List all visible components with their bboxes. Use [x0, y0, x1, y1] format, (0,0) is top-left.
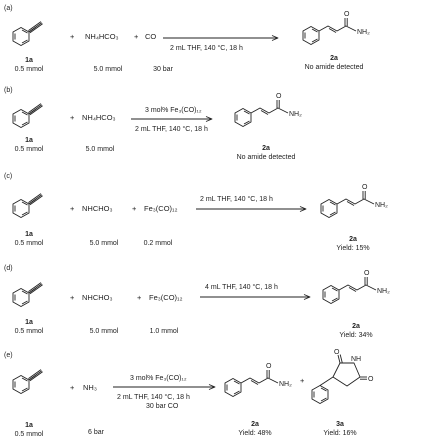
oxygen-atom: O — [334, 349, 340, 356]
compound-label-2a: 2a — [330, 55, 338, 62]
compound-label-1a: 1a — [25, 231, 33, 238]
compound-label-3a: 3a — [336, 421, 344, 428]
reagent-fe3co12: Fe₃(CO)₁₂ — [149, 293, 183, 302]
plus-sign: + — [70, 113, 75, 122]
cinnamamide-structure — [302, 17, 357, 45]
plus-sign: + — [70, 32, 75, 41]
reagent2-amount: 1.0 mmol — [150, 328, 179, 335]
reagent-co: CO — [145, 32, 156, 41]
amide-nh2: NH₂ — [377, 288, 390, 295]
arrow-condition: 2 mL THF, 140 °C, 18 h — [200, 195, 273, 203]
compound-label-1a: 1a — [25, 319, 33, 326]
arrow-head — [299, 206, 307, 212]
reaction-label: (a) — [4, 5, 13, 12]
compound-label-1a: 1a — [25, 137, 33, 144]
arrow-condition-2: 30 bar CO — [146, 403, 179, 410]
product-note: Yield: 15% — [336, 245, 369, 252]
compound-label-2a: 2a — [349, 236, 357, 243]
succinimide-structure — [311, 354, 367, 404]
cinnamamide-structure — [224, 369, 279, 397]
amide-nh2: NH₂ — [289, 111, 302, 118]
substrate-amount: 0.5 mmol — [15, 240, 44, 247]
plus-sign: + — [132, 204, 137, 213]
reagent-nh4hco3: NH₄HCO₃ — [85, 32, 119, 41]
plus-sign: + — [70, 293, 75, 302]
oxygen-atom: O — [362, 184, 368, 191]
reagent1-amount: 5.0 mmol — [94, 66, 123, 73]
reagent-fe3co12: Fe₃(CO)₁₂ — [144, 204, 178, 213]
reaction-label: (d) — [4, 265, 13, 272]
reaction-b: (b) + NH₄HCO₃ 3 mol% Fe₃(CO)₁₂ 2 mL THF,… — [4, 87, 302, 161]
reaction-d: (d) + NHCHO₃ + Fe₃(CO)₁₂ 4 mL THF, 140 °… — [4, 265, 390, 339]
reagent1-amount: 5.0 mmol — [90, 240, 119, 247]
product-note: Yield: 48% — [238, 430, 271, 437]
reaction-c: (c) + NHCHO₃ + Fe₃(CO)₁₂ 2 mL THF, 140 °… — [4, 173, 388, 252]
arrow-catalyst: 3 mol% Fe₃(CO)₁₂ — [145, 107, 202, 114]
substrate-amount: 0.5 mmol — [15, 431, 44, 438]
plus-sign: + — [134, 32, 139, 41]
cinnamamide-structure — [320, 190, 375, 218]
arrow-condition: 4 mL THF, 140 °C, 18 h — [205, 283, 278, 291]
cinnamamide-structure — [234, 99, 289, 127]
phenylacetylene-structure — [12, 21, 44, 46]
reaction-a: (a) + NH₄HCO₃ + CO 2 mL THF, 140 °C, 18 … — [4, 5, 370, 73]
plus-sign: + — [70, 204, 75, 213]
phenylacetylene-structure — [12, 369, 44, 394]
phenylacetylene-structure — [12, 103, 44, 128]
compound-label-1a: 1a — [25, 57, 33, 64]
reaction-label: (e) — [4, 352, 13, 359]
compound-label-2a: 2a — [251, 421, 259, 428]
compound-label-1a: 1a — [25, 422, 33, 429]
reaction-label: (c) — [4, 173, 12, 180]
compound-label-2a: 2a — [262, 145, 270, 152]
imide-nh: NH — [351, 356, 361, 363]
oxygen-atom: O — [276, 93, 282, 100]
product-note: No amide detected — [237, 154, 296, 161]
amide-nh2: NH₂ — [279, 381, 292, 388]
substrate-amount: 0.5 mmol — [15, 146, 44, 153]
product-note: Yield: 34% — [339, 332, 372, 339]
arrow-condition: 2 mL THF, 140 °C, 18 h — [170, 44, 243, 52]
arrow-condition: 2 mL THF, 140 °C, 18 h — [135, 125, 208, 133]
arrow-condition: 2 mL THF, 140 °C, 18 h — [117, 393, 190, 401]
phenylacetylene-structure — [12, 193, 44, 218]
arrow-head — [303, 294, 311, 300]
reagent1-amount: 6 bar — [88, 429, 105, 436]
arrow-catalyst: 3 mol% Fe₃(CO)₁₂ — [130, 375, 187, 382]
reaction-e: (e) + NH₃ 3 mol% Fe₃(CO)₁₂ 2 mL THF, 140… — [4, 349, 374, 438]
reagent-nhcho3: NHCHO₃ — [82, 204, 113, 213]
phenylacetylene-structure — [12, 282, 44, 307]
reagent2-amount: 30 bar — [153, 66, 174, 73]
plus-sign: + — [137, 293, 142, 302]
cinnamamide-structure — [322, 276, 377, 304]
reaction-label: (b) — [4, 87, 13, 94]
plus-sign: + — [300, 376, 305, 385]
plus-sign: + — [70, 383, 75, 392]
oxygen-atom: O — [344, 11, 350, 18]
amide-nh2: NH₂ — [357, 29, 370, 36]
product-note: Yield: 16% — [323, 430, 356, 437]
arrow-head — [208, 384, 216, 390]
oxygen-atom: O — [364, 270, 370, 277]
reagent-nh3: NH₃ — [83, 383, 97, 392]
substrate-amount: 0.5 mmol — [15, 66, 44, 73]
product-note: No amide detected — [305, 64, 364, 71]
compound-label-2a: 2a — [352, 323, 360, 330]
reagent1-amount: 5.0 mmol — [86, 146, 115, 153]
arrow-head — [205, 116, 213, 122]
arrow-head — [271, 35, 279, 41]
amide-nh2: NH₂ — [375, 202, 388, 209]
oxygen-atom: O — [266, 363, 272, 370]
substrate-amount: 0.5 mmol — [15, 328, 44, 335]
reagent-nh4hco3: NH₄HCO₃ — [82, 113, 116, 122]
reagent-nhcho3: NHCHO₃ — [82, 293, 113, 302]
reagent1-amount: 5.0 mmol — [90, 328, 119, 335]
reagent2-amount: 0.2 mmol — [144, 240, 173, 247]
oxygen-atom: O — [368, 376, 374, 383]
